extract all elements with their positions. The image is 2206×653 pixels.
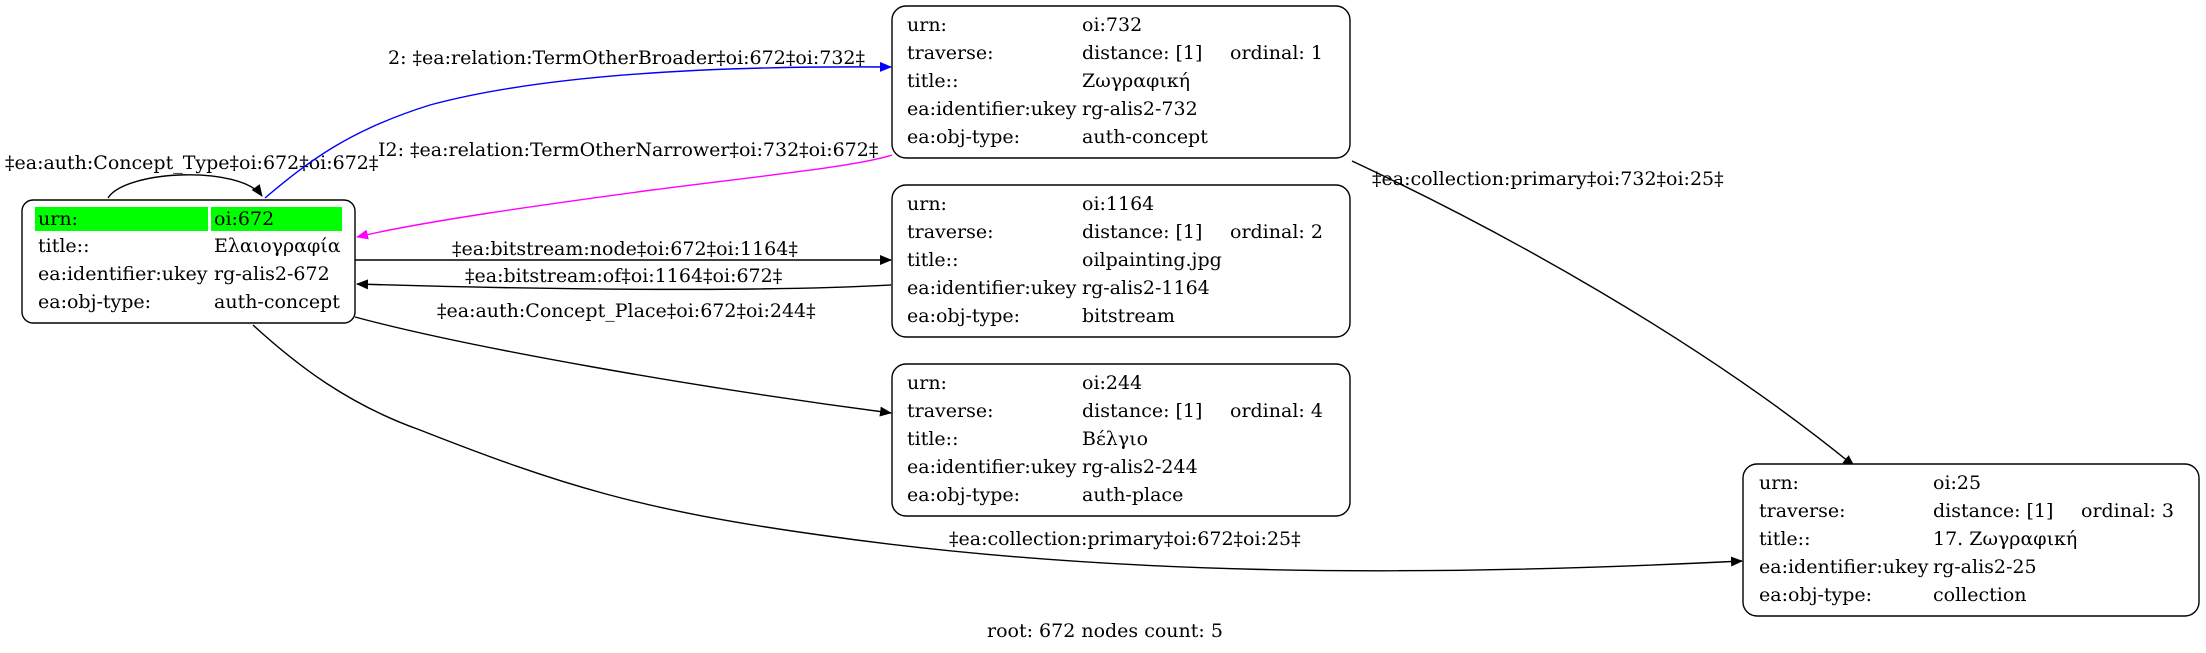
node-25-ordinal: ordinal: 3 [2081, 500, 2174, 522]
node-oi-25[interactable]: urn: oi:25 traverse: distance: [1] ordin… [1742, 463, 2200, 617]
edge-label-concept-place: ‡ea:auth:Concept_Place‡oi:672‡oi:244‡ [437, 300, 816, 322]
node-732-val-title: Ζωγραφική [1082, 70, 1190, 92]
node-244-val-title: Βέλγιο [1082, 428, 1148, 450]
node-244-val-traverse: distance: [1] [1082, 400, 1202, 422]
edge-narrower [356, 154, 893, 240]
node-672-val-objtype: auth-concept [214, 291, 340, 313]
node-25-key-objtype: ea:obj-type: [1759, 584, 1872, 606]
node-244-key-traverse: traverse: [907, 400, 994, 422]
edges: ‡ea:auth:Concept_Type‡oi:672‡oi:672‡ 2: … [5, 47, 1855, 572]
node-1164-key-urn: urn: [907, 193, 947, 215]
node-732-val-ukey: rg-alis2-732 [1082, 98, 1198, 120]
node-1164-key-traverse: traverse: [907, 221, 994, 243]
edge-label-collection-672: ‡ea:collection:primary‡oi:672‡oi:25‡ [949, 528, 1301, 550]
edge-label-self-concept-type: ‡ea:auth:Concept_Type‡oi:672‡oi:672‡ [5, 152, 378, 174]
edge-concept-place [354, 316, 892, 417]
edge-label-bitstream-of: ‡ea:bitstream:of‡oi:1164‡oi:672‡ [465, 265, 782, 287]
node-25-val-objtype: collection [1933, 584, 2027, 606]
node-25-key-urn: urn: [1759, 472, 1799, 494]
edge-collection-732 [1351, 160, 1855, 467]
node-244-val-ukey: rg-alis2-244 [1082, 456, 1198, 478]
node-732-key-traverse: traverse: [907, 42, 994, 64]
node-1164-val-ukey: rg-alis2-1164 [1082, 277, 1210, 299]
edge-label-bitstream-node: ‡ea:bitstream:node‡oi:672‡oi:1164‡ [452, 238, 798, 260]
root-highlight-key [35, 207, 208, 231]
node-732-ordinal: ordinal: 1 [1230, 42, 1323, 64]
graph-footer: root: 672 nodes count: 5 [987, 620, 1223, 642]
node-oi-244[interactable]: urn: oi:244 traverse: distance: [1] ordi… [891, 363, 1351, 517]
node-672-val-ukey: rg-alis2-672 [214, 263, 330, 285]
node-672-key-urn: urn: [38, 208, 78, 230]
edge-self-concept-type [107, 174, 263, 199]
node-244-val-objtype: auth-place [1082, 484, 1183, 506]
node-244-key-title: title:: [907, 428, 958, 450]
node-25-val-title: 17. Ζωγραφική [1933, 528, 2077, 550]
node-672-key-objtype: ea:obj-type: [38, 291, 151, 313]
node-1164-key-title: title:: [907, 249, 958, 271]
node-732-val-traverse: distance: [1] [1082, 42, 1202, 64]
node-672-key-ukey: ea:identifier:ukey [38, 263, 208, 285]
node-244-key-objtype: ea:obj-type: [907, 484, 1020, 506]
node-732-key-objtype: ea:obj-type: [907, 126, 1020, 148]
node-732-val-objtype: auth-concept [1082, 126, 1208, 148]
node-1164-key-ukey: ea:identifier:ukey [907, 277, 1077, 299]
node-1164-val-title: oilpainting.jpg [1082, 249, 1222, 271]
node-732-key-urn: urn: [907, 14, 947, 36]
node-25-key-title: title:: [1759, 528, 1810, 550]
edge-label-broader: 2: ‡ea:relation:TermOtherBroader‡oi:672‡… [388, 47, 865, 69]
node-25-val-traverse: distance: [1] [1933, 500, 2053, 522]
edge-label-collection-732: ‡ea:collection:primary‡oi:732‡oi:25‡ [1372, 168, 1724, 190]
edge-collection-672 [252, 324, 1743, 572]
edge-broader [264, 61, 892, 199]
root-highlight-value [211, 207, 342, 231]
node-244-key-ukey: ea:identifier:ukey [907, 456, 1077, 478]
node-244-val-urn: oi:244 [1082, 372, 1142, 394]
node-oi-1164[interactable]: urn: oi:1164 traverse: distance: [1] ord… [891, 184, 1351, 338]
node-1164-val-traverse: distance: [1] [1082, 221, 1202, 243]
node-1164-key-objtype: ea:obj-type: [907, 305, 1020, 327]
node-25-val-urn: oi:25 [1933, 472, 1981, 494]
node-672-val-urn: oi:672 [214, 208, 274, 230]
node-244-key-urn: urn: [907, 372, 947, 394]
node-25-key-ukey: ea:identifier:ukey [1759, 556, 1929, 578]
node-1164-ordinal: ordinal: 2 [1230, 221, 1323, 243]
node-1164-val-urn: oi:1164 [1082, 193, 1154, 215]
node-732-key-ukey: ea:identifier:ukey [907, 98, 1077, 120]
node-244-ordinal: ordinal: 4 [1230, 400, 1323, 422]
node-732-key-title: title:: [907, 70, 958, 92]
node-672-val-title: Ελαιογραφία [214, 235, 341, 257]
edge-label-narrower: I2: ‡ea:relation:TermOtherNarrower‡oi:73… [378, 139, 878, 161]
node-672-key-title: title:: [38, 235, 89, 257]
node-1164-val-objtype: bitstream [1082, 305, 1175, 327]
node-oi-672[interactable]: urn: oi:672 title:: Ελαιογραφία ea:ident… [21, 199, 356, 324]
edge-bitstream-of [356, 279, 892, 291]
node-oi-732[interactable]: urn: oi:732 traverse: distance: [1] ordi… [891, 5, 1351, 159]
node-25-val-ukey: rg-alis2-25 [1933, 556, 2037, 578]
node-25-key-traverse: traverse: [1759, 500, 1846, 522]
node-732-val-urn: oi:732 [1082, 14, 1142, 36]
